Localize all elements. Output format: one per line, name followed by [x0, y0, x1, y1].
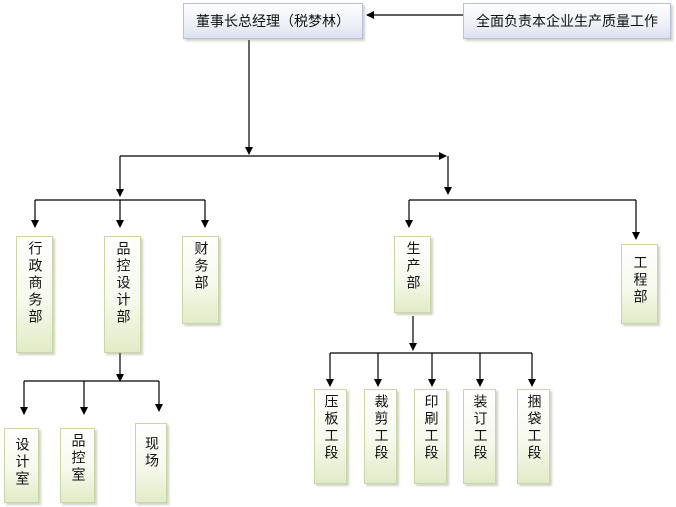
quality-note-label: 全面负责本企业生产质量工作	[476, 14, 658, 30]
unit-binding: 装订工段	[463, 389, 496, 484]
unit-bagging: 捆袋工段	[517, 389, 550, 484]
unit-design-room-label: 设计室	[13, 437, 30, 488]
ceo-box: 董事长总经理（税梦林）	[183, 3, 363, 39]
unit-cutting-label: 裁剪工段	[372, 394, 389, 462]
unit-pressing-label: 压板工段	[322, 394, 339, 462]
dept-engineering: 工程部	[621, 244, 658, 324]
dept-production-label: 生产部	[404, 241, 421, 292]
quality-note-box: 全面负责本企业生产质量工作	[463, 3, 671, 39]
dept-finance-label: 财务部	[192, 241, 209, 292]
unit-design-room: 设计室	[4, 428, 39, 503]
dept-production: 生产部	[394, 236, 431, 313]
dept-qc-design-label: 品控设计部	[114, 241, 131, 326]
dept-qc-design: 品控设计部	[104, 236, 141, 353]
dept-finance: 财务部	[182, 236, 219, 324]
unit-site: 现场	[135, 423, 167, 503]
unit-site-label: 现场	[143, 436, 159, 470]
unit-pressing: 压板工段	[314, 389, 347, 484]
ceo-label: 董事长总经理（税梦林）	[196, 14, 350, 30]
unit-printing-label: 印刷工段	[422, 394, 439, 462]
dept-admin-label: 行政商务部	[26, 241, 43, 326]
unit-printing: 印刷工段	[414, 389, 447, 484]
dept-admin: 行政商务部	[16, 236, 53, 353]
unit-qc-room: 品控室	[60, 428, 95, 503]
unit-binding-label: 装订工段	[471, 394, 488, 462]
unit-bagging-label: 捆袋工段	[525, 394, 542, 462]
unit-cutting: 裁剪工段	[364, 389, 397, 484]
unit-qc-room-label: 品控室	[69, 433, 86, 484]
dept-engineering-label: 工程部	[631, 255, 648, 306]
